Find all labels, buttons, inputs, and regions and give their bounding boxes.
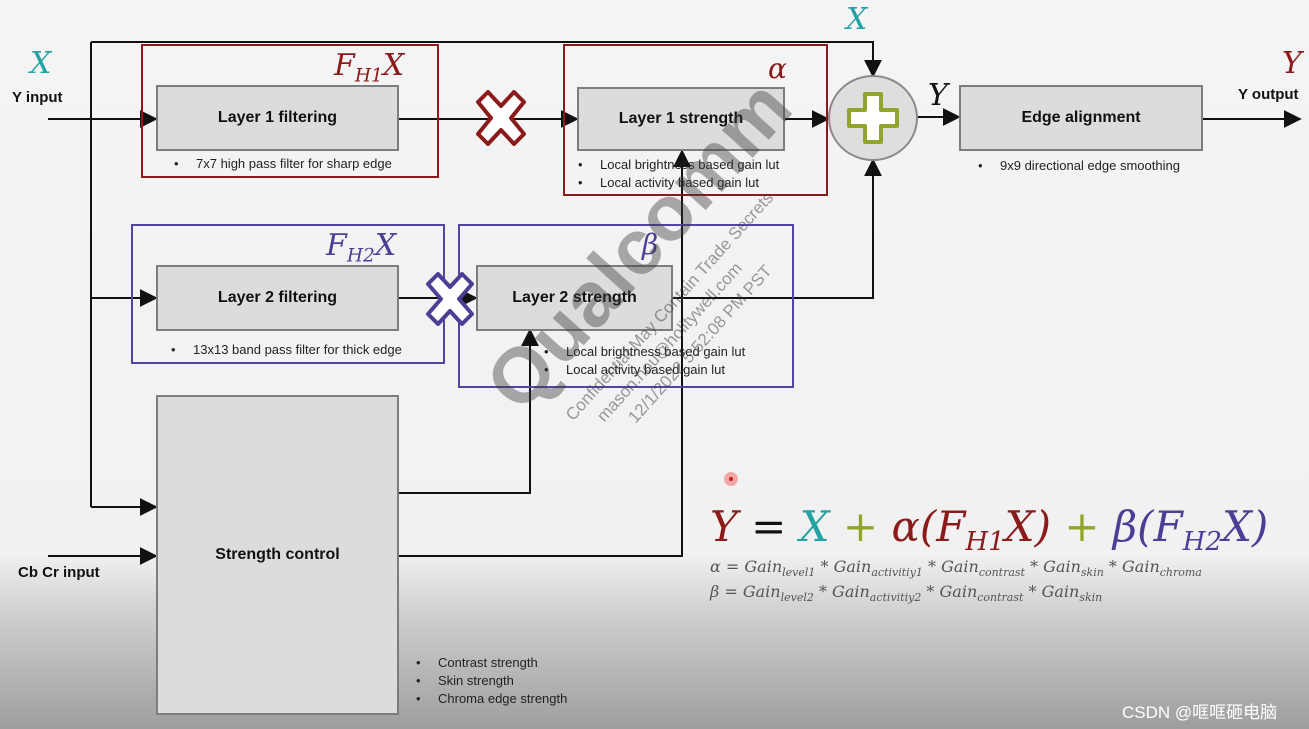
layer1-strength-group xyxy=(563,44,828,196)
beta-symbol: β xyxy=(642,228,659,261)
layer2-filtering-block[interactable]: Layer 2 filtering xyxy=(156,265,399,331)
layer1-strength-label: Layer 1 strength xyxy=(618,110,744,127)
y-output-symbol: Y xyxy=(1282,46,1302,81)
adder-plus-icon xyxy=(828,75,918,161)
y-input-label: Y input xyxy=(12,89,63,106)
fh1x-symbol: FH1X xyxy=(334,48,405,87)
layer1-filter-group xyxy=(141,44,439,178)
layer2-strength-block[interactable]: Layer 2 strength xyxy=(476,265,673,331)
edge-alignment-label: Edge alignment xyxy=(1021,109,1141,126)
edge-alignment-block[interactable]: Edge alignment xyxy=(959,85,1203,151)
y-intermediate-symbol: Y xyxy=(928,78,948,113)
edge-alignment-note: 9x9 directional edge smoothing xyxy=(978,158,1180,173)
pointer-highlight xyxy=(724,472,738,486)
layer1-filter-note: 7x7 high pass filter for sharp edge xyxy=(174,156,392,171)
strength-control-label: Strength control xyxy=(215,546,340,563)
x-input-symbol: X xyxy=(30,46,52,81)
layer1-strength-note-1: Local brightness based gain lut xyxy=(578,157,779,172)
layer1-strength-block[interactable]: Layer 1 strength xyxy=(577,87,785,151)
multiply-icon-layer2 xyxy=(426,272,474,326)
strength-control-note-3: Chroma edge strength xyxy=(416,691,567,706)
layer2-filtering-label: Layer 2 filtering xyxy=(217,289,338,306)
multiply-icon-layer1 xyxy=(476,90,526,146)
strength-control-note-2: Skin strength xyxy=(416,673,514,688)
fh2x-symbol: FH2X xyxy=(326,228,397,267)
alpha-formula: α = Gainlevel1 * Gainactivitiy1 * Gainco… xyxy=(710,557,1202,580)
alpha-symbol: α xyxy=(768,52,787,85)
layer1-strength-note-2: Local activity based gain lut xyxy=(578,175,759,190)
layer2-strength-note-2: Local activity based gain lut xyxy=(544,362,725,377)
layer2-filter-note: 13x13 band pass filter for thick edge xyxy=(171,342,402,357)
strength-control-note-1: Contrast strength xyxy=(416,655,538,670)
source-credit: CSDN @哐哐砸电脑 xyxy=(1122,703,1278,722)
layer1-filtering-label: Layer 1 filtering xyxy=(217,109,338,126)
layer1-filtering-block[interactable]: Layer 1 filtering xyxy=(156,85,399,151)
cbcr-input-label: Cb Cr input xyxy=(18,564,100,581)
x-adder-symbol: X xyxy=(846,2,868,37)
strength-control-block[interactable]: Strength control xyxy=(156,395,399,715)
y-output-label: Y output xyxy=(1238,86,1299,103)
main-formula: Y = X + α(FH1X) + β(FH2X) xyxy=(710,502,1269,558)
layer2-strength-label: Layer 2 strength xyxy=(512,289,637,306)
beta-formula: β = Gainlevel2 * Gainactivitiy2 * Gainco… xyxy=(710,582,1103,605)
layer2-strength-note-1: Local brightness based gain lut xyxy=(544,344,745,359)
